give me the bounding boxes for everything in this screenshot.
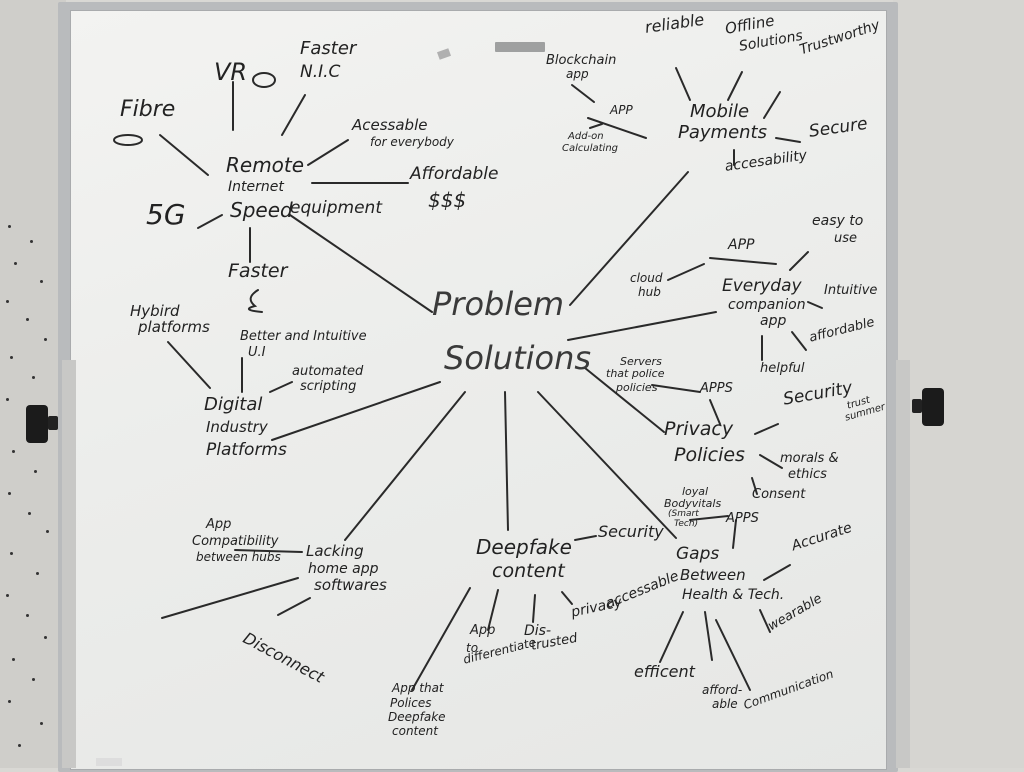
node-app-compat-line1: App (206, 517, 232, 532)
stand-post-right (896, 360, 910, 768)
node-accessible-line1: Acessable (352, 116, 428, 134)
node-faster-nic-line2: N.I.C (300, 62, 341, 82)
node-blockchain-line1: Blockchain (546, 53, 617, 68)
node-loyal-line3: (Smart (668, 509, 699, 519)
node-privacy-line2: Policies (674, 444, 745, 466)
node-digital-line2: Industry (206, 418, 268, 436)
node-app-compat-line2: Compatibility (192, 534, 279, 549)
node-affordable-line2: $$$ (428, 188, 467, 212)
node-hybrid-line2: platforms (138, 318, 210, 336)
node-fibre: Fibre (120, 97, 176, 122)
node-remote-line3: Speed (230, 198, 293, 222)
node-lacking-line1: Lacking (306, 542, 364, 560)
node-app-diff-line1: App (470, 623, 496, 638)
node-lacking-line3: softwares (314, 576, 387, 594)
node-apps-privacy: APPS (700, 381, 733, 396)
node-efficient: efficent (634, 662, 695, 681)
clamp-right (922, 388, 944, 426)
node-app-police-line4: content (392, 724, 438, 738)
node-equipment: equipment (290, 198, 382, 218)
node-addon-line2: Calculating (562, 143, 619, 154)
node-digital-line3: Platforms (206, 440, 287, 460)
node-automated-line1: automated (292, 364, 364, 379)
node-consent: Consent (752, 487, 806, 502)
node-better-ui-line2: U.I (248, 345, 266, 360)
node-5g: 5G (146, 198, 186, 231)
node-app-police-line2: Polices (390, 696, 432, 710)
node-affordable-gaps-line1: afford- (702, 683, 743, 697)
center-title-line1: Problem (432, 285, 565, 323)
node-intuitive: Intuitive (824, 283, 878, 298)
node-deepfake-line2: content (492, 560, 565, 582)
node-accessible-line2: for everybody (370, 135, 454, 149)
center-title-line2: Solutions (444, 339, 592, 377)
node-faster-nic-line1: Faster (300, 38, 357, 59)
node-servers-line3: policies (616, 381, 658, 394)
node-digital-line1: Digital (204, 394, 263, 415)
whiteboard-surface (70, 10, 887, 770)
node-app-mobile: APP (610, 103, 633, 117)
node-easy-line2: use (834, 231, 858, 246)
node-app-companion: APP (728, 237, 755, 253)
node-cloud-line1: cloud (630, 271, 663, 285)
node-app-compat-line3: between hubs (196, 550, 281, 564)
node-security-deepfake: Security (598, 522, 664, 541)
node-affordable-gaps-line2: able (712, 697, 738, 711)
node-remote-line1: Remote (226, 153, 305, 177)
clamp-left (26, 405, 48, 443)
node-servers-line1: Servers (620, 355, 662, 368)
node-helpful: helpful (760, 361, 805, 376)
node-everyday-line2: companion (728, 297, 806, 313)
node-servers-line2: that police (606, 367, 665, 380)
node-automated-line2: scripting (300, 379, 357, 394)
node-addon-line1: Add-on (568, 131, 604, 142)
node-loyal-line1: loyal (682, 485, 709, 498)
node-everyday-line1: Everyday (722, 276, 802, 296)
node-loyal-line4: Tech) (674, 519, 699, 529)
node-app-police-line3: Deepfake (388, 710, 446, 724)
stand-post-left (62, 360, 76, 768)
clamp-knob-left (48, 416, 58, 430)
board-label-sticker (96, 758, 122, 766)
clamp-knob-right (912, 399, 922, 413)
node-lacking-line2: home app (308, 561, 379, 577)
node-affordable-line1: Affordable (410, 164, 499, 184)
node-hybrid-line1: Hybird (130, 302, 180, 320)
node-privacy-line1: Privacy (664, 418, 734, 440)
node-mobile-line2: Payments (678, 122, 767, 143)
node-morals-line2: ethics (788, 467, 827, 482)
wall-left (0, 0, 66, 768)
node-mobile-line1: Mobile (690, 101, 750, 122)
node-gaps-line2: Between (680, 566, 746, 584)
node-faster: Faster (228, 260, 288, 282)
node-remote-line2: Internet (228, 179, 284, 195)
node-distrusted-line1: Dis- (524, 623, 552, 639)
node-everyday-line3: app (760, 313, 787, 329)
node-loyal-line2: Bodyvitals (664, 497, 722, 510)
wall-right (893, 0, 1024, 768)
node-morals-line1: morals & (780, 451, 839, 466)
board-magnet (495, 42, 545, 52)
node-app-police-line1: App that (392, 681, 444, 695)
node-apps-gaps: APPS (726, 511, 759, 526)
node-gaps-line1: Gaps (676, 544, 720, 564)
node-blockchain-line2: app (566, 67, 589, 81)
node-easy-line1: easy to (812, 213, 864, 229)
node-better-ui-line1: Better and Intuitive (240, 329, 367, 344)
node-app-diff-line2: to (466, 641, 479, 655)
node-cloud-line2: hub (638, 285, 661, 299)
node-gaps-line3: Health & Tech. (682, 587, 785, 603)
node-vr: VR (214, 58, 248, 86)
node-deepfake-line1: Deepfake (476, 535, 572, 559)
